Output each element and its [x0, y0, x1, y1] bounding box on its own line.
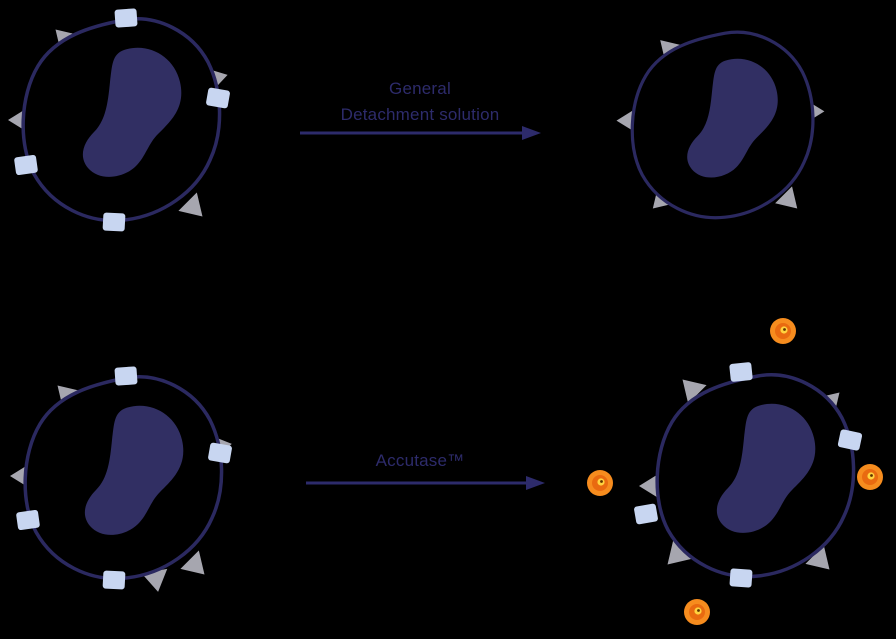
- cell-before-accutase: [10, 366, 235, 595]
- enzyme-dot-icon: [857, 464, 883, 490]
- general-detachment-label: General Detachment solution: [295, 76, 545, 129]
- cell-body-icon: [630, 30, 815, 220]
- cell-body-icon: [21, 17, 222, 223]
- enzyme-dot-icon: [587, 470, 613, 496]
- arrow-accutase: [306, 476, 545, 490]
- cell-before-general-detachment: [8, 8, 231, 232]
- spike-triangle-icon: [180, 550, 214, 584]
- receptor-square-icon: [207, 442, 233, 464]
- accutase-label-text: Accutase™: [375, 451, 465, 470]
- receptor-square-icon: [729, 568, 753, 588]
- receptor-square-icon: [15, 509, 41, 531]
- receptor-square-icon: [633, 503, 659, 525]
- cell-body-icon: [655, 373, 856, 579]
- receptor-square-icon: [102, 570, 126, 590]
- receptor-square-icon: [114, 8, 138, 28]
- enzyme-dot-icon: [684, 599, 710, 625]
- receptor-square-icon: [205, 87, 231, 109]
- receptor-square-icon: [729, 361, 753, 383]
- receptor-square-icon: [102, 212, 126, 232]
- spike-triangle-icon: [178, 192, 212, 226]
- cell-after-general-detachment: [616, 30, 825, 220]
- cell-after-accutase: [633, 361, 863, 588]
- cell-body-icon: [23, 375, 224, 581]
- arrow-general-detachment: [300, 126, 541, 140]
- accutase-label: Accutase™: [300, 448, 540, 474]
- receptor-square-icon: [13, 154, 39, 176]
- receptor-square-icon: [114, 366, 138, 386]
- enzyme-dot-icon: [770, 318, 796, 344]
- general-detachment-label-line1: General: [389, 79, 451, 98]
- general-detachment-label-line2: Detachment solution: [340, 105, 500, 125]
